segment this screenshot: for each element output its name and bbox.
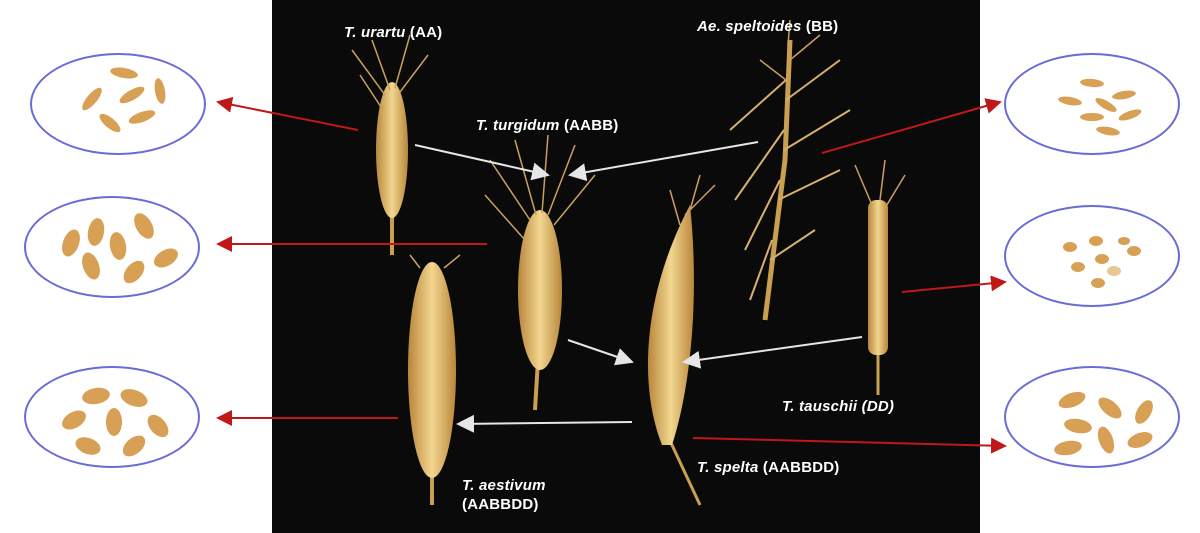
label-urartu-name: T. urartu [344, 24, 406, 41]
label-tauschii: T. tauschii (DD) [782, 398, 894, 415]
label-speltoides-name: Ae. speltoides [697, 18, 802, 35]
label-spelta-name: T. spelta [697, 459, 759, 476]
grain-circle-spelta [1004, 366, 1180, 468]
label-aestivum-genome: (AABBDD) [462, 496, 539, 513]
grains-spelta [1006, 368, 1178, 466]
label-urartu: T. urartu (AA) [344, 24, 442, 41]
grain-circle-turgidum [24, 196, 200, 298]
grain-circle-aestivum [24, 366, 200, 468]
label-turgidum-name: T. turgidum [476, 117, 560, 134]
label-spelta-genome: (AABBDD) [763, 459, 840, 476]
label-urartu-genome: (AA) [410, 24, 442, 41]
label-tauschii-name: T. tauschii [782, 398, 857, 415]
label-aestivum-name: T. aestivum [462, 477, 546, 494]
label-turgidum: T. turgidum (AABB) [476, 117, 618, 134]
label-speltoides: Ae. speltoides (BB) [697, 18, 838, 35]
label-speltoides-genome: (BB) [806, 18, 838, 35]
grains-speltoides [1006, 55, 1178, 153]
label-turgidum-genome: (AABB) [564, 117, 619, 134]
grains-turgidum [26, 198, 198, 296]
grains-aestivum [26, 368, 198, 466]
label-tauschii-genome: (DD) [862, 398, 894, 415]
grains-tauschii [1006, 207, 1178, 305]
grain-circle-tauschii [1004, 205, 1180, 307]
grains-urartu [32, 55, 204, 153]
grain-circle-urartu [30, 53, 206, 155]
grain-circle-speltoides [1004, 53, 1180, 155]
label-spelta: T. spelta (AABBDD) [697, 459, 840, 476]
label-aestivum: T. aestivum (AABBDD) [462, 476, 546, 514]
